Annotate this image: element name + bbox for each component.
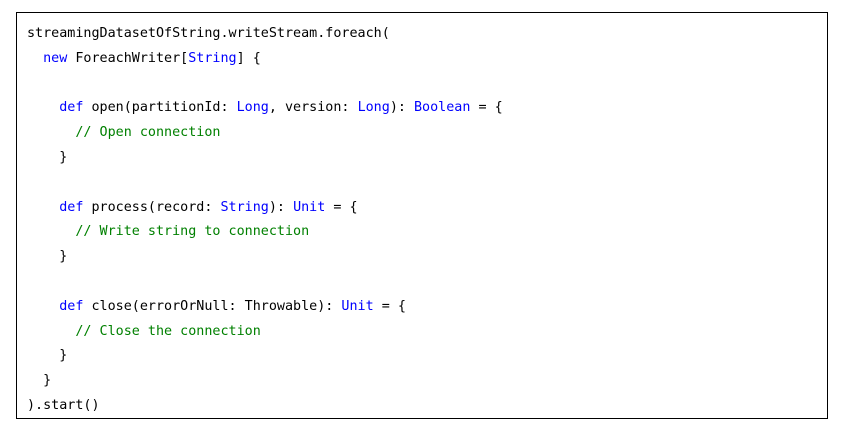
code-text: } — [27, 149, 68, 165]
code-line: } — [27, 245, 503, 270]
code-keyword: Unit — [341, 298, 374, 314]
code-keyword: def — [59, 199, 84, 215]
code-keyword: String — [220, 199, 269, 215]
code-keyword: def — [59, 298, 84, 314]
code-line: new ForeachWriter[String] { — [27, 47, 503, 72]
code-text: = { — [373, 298, 406, 314]
code-line: streamingDatasetOfString.writeStream.for… — [27, 22, 503, 47]
code-line: def close(errorOrNull: Throwable): Unit … — [27, 295, 503, 320]
code-line: } — [27, 146, 503, 171]
code-line: } — [27, 344, 503, 369]
code-text: , version: — [268, 100, 358, 116]
code-keyword: Long — [357, 100, 390, 116]
code-text: open(partitionId: — [83, 100, 237, 116]
code-block: streamingDatasetOfString.writeStream.for… — [16, 12, 828, 419]
code-text: = { — [325, 199, 358, 215]
code-text — [27, 324, 75, 339]
code-text — [27, 125, 75, 140]
code-line — [27, 171, 503, 196]
code-line: // Close the connection — [27, 320, 503, 345]
code-text: } — [27, 348, 68, 364]
code-line — [27, 270, 503, 295]
code-line: def open(partitionId: Long, version: Lon… — [27, 96, 503, 121]
code-text: close(errorOrNull: Throwable): — [83, 298, 342, 314]
code-keyword: Boolean — [414, 100, 471, 116]
code-listing: streamingDatasetOfString.writeStream.for… — [27, 22, 503, 419]
code-line: // Open connection — [27, 121, 503, 146]
code-keyword: new — [43, 50, 68, 66]
code-text — [27, 100, 59, 115]
code-text: } — [27, 373, 52, 389]
code-keyword: Long — [236, 100, 269, 116]
code-text — [27, 200, 59, 215]
code-text: ForeachWriter[ — [67, 50, 189, 66]
code-keyword: Unit — [293, 199, 326, 215]
code-keyword: String — [188, 50, 237, 66]
code-comment: // Open connection — [75, 125, 221, 141]
code-line: def process(record: String): Unit = { — [27, 196, 503, 221]
code-text — [27, 299, 59, 314]
code-text — [27, 224, 75, 239]
code-text: streamingDatasetOfString.writeStream.for… — [27, 26, 390, 41]
code-line: // Write string to connection — [27, 220, 503, 245]
code-text: = { — [470, 100, 503, 116]
code-text: ): — [268, 199, 294, 215]
code-line — [27, 72, 503, 97]
code-line: } — [27, 369, 503, 394]
code-comment: // Close the connection — [75, 323, 261, 339]
code-text: ): — [389, 100, 414, 116]
code-text: ).start() — [27, 397, 100, 413]
code-keyword: def — [59, 100, 84, 116]
code-text: } — [27, 249, 68, 265]
code-line: ).start() — [27, 394, 503, 419]
code-text: ] { — [236, 50, 261, 66]
code-text — [27, 51, 43, 66]
code-comment: // Write string to connection — [75, 224, 310, 240]
code-text: process(record: — [83, 199, 221, 215]
